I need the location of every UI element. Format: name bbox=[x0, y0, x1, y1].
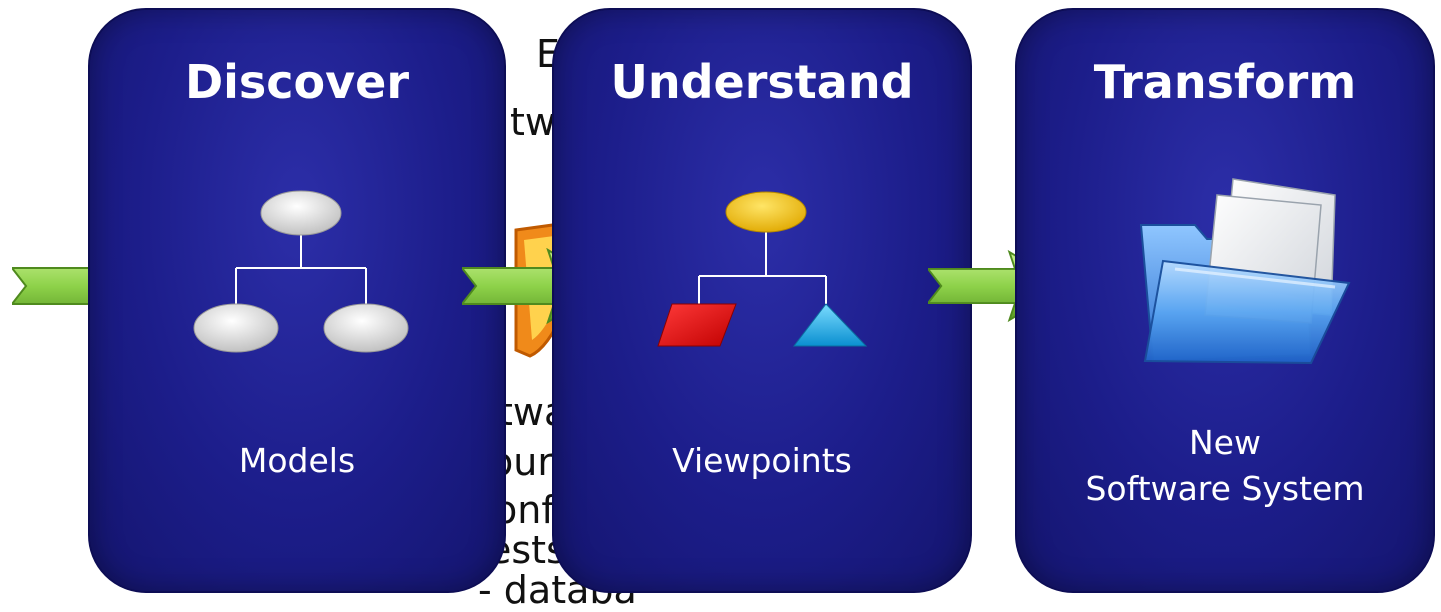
stage-card-discover: Discover Models bbox=[88, 8, 506, 593]
hierarchy-diagram-icon bbox=[193, 190, 409, 353]
stage-title: Transform bbox=[1093, 55, 1357, 109]
stage-label: Models bbox=[238, 441, 356, 480]
stage-label-line1: New bbox=[1189, 423, 1261, 462]
stage-label: Viewpoints bbox=[672, 441, 852, 480]
stage-label-line2: Software System bbox=[1085, 469, 1365, 508]
stage-title: Understand bbox=[610, 55, 914, 109]
stage-card-transform: Transform New Software System bbox=[1015, 8, 1435, 593]
stage-card-understand: Understand Viewpoints bbox=[552, 8, 972, 593]
background-text-2: tw bbox=[510, 100, 556, 144]
folder-icon bbox=[1139, 178, 1351, 365]
stage-title: Discover bbox=[184, 55, 410, 109]
colored-shapes-diagram-icon bbox=[657, 191, 868, 347]
